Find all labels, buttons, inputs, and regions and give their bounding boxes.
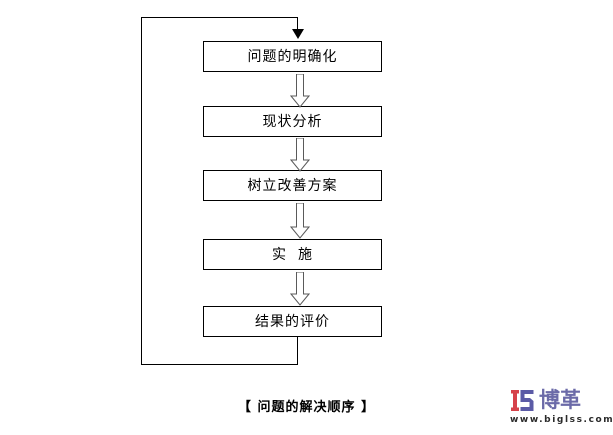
feedback-loop-segment-left xyxy=(141,17,142,365)
logo-row: 博革 xyxy=(510,388,608,413)
process-box-step-2[interactable]: 现状分析 xyxy=(203,106,382,137)
diagram-caption: 【 问题的解决顺序 】 xyxy=(237,400,376,415)
feedback-loop-arrowhead xyxy=(292,29,304,39)
feedback-loop-segment-top xyxy=(141,17,298,18)
process-label-step-4: 实 施 xyxy=(272,246,313,263)
feedback-loop-segment-entry xyxy=(297,17,298,30)
process-box-step-4[interactable]: 实 施 xyxy=(203,239,382,270)
process-box-step-5[interactable]: 结果的评价 xyxy=(203,306,382,337)
process-label-step-2: 现状分析 xyxy=(262,113,323,130)
feedback-loop-segment-down xyxy=(297,337,298,365)
feedback-loop-segment-bottom xyxy=(141,364,298,365)
logo-brand-text: 博革 xyxy=(539,388,581,412)
block-arrow-down-icon-1 xyxy=(290,74,310,108)
process-label-step-3: 树立改善方案 xyxy=(247,177,338,194)
biglss-logo-mark-icon xyxy=(510,388,535,413)
process-box-step-3[interactable]: 树立改善方案 xyxy=(203,170,382,201)
block-arrow-down-icon-2 xyxy=(290,138,310,172)
logo-url-text: www.biglss.com xyxy=(510,415,613,425)
block-arrow-down-icon-4 xyxy=(290,272,310,306)
block-arrow-down-icon-3 xyxy=(290,203,310,239)
process-label-step-5: 结果的评价 xyxy=(255,313,330,330)
process-label-step-1: 问题的明确化 xyxy=(247,48,338,65)
process-box-step-1[interactable]: 问题的明确化 xyxy=(203,41,382,72)
biglss-logo[interactable]: 博革 www.biglss.com xyxy=(510,388,613,428)
